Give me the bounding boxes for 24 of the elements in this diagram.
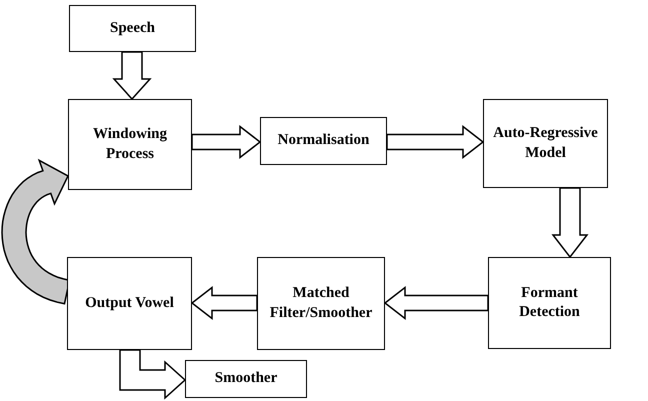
process-box (488, 257, 611, 349)
box-label: Output Vowel (84, 294, 175, 313)
process-box (68, 99, 192, 190)
block-arrow (551, 187, 589, 258)
block-arrow (386, 124, 484, 160)
process-box (69, 5, 196, 52)
box-label: Formant Detection (518, 284, 581, 322)
block-arrow (119, 349, 186, 400)
process-box (185, 360, 307, 398)
box-label: Matched Filter/Smoother (268, 284, 374, 322)
box-label: Auto-Regressive Model (492, 124, 599, 162)
block-arrow (190, 286, 258, 320)
process-box (257, 257, 385, 350)
box-label: Speech (109, 18, 156, 38)
block-arrow (112, 51, 152, 100)
process-box (260, 117, 387, 165)
box-label: Normalisation (276, 131, 370, 150)
block-arrow (191, 124, 262, 160)
curved-block-arrow (1, 158, 70, 305)
box-label: Smoother (214, 369, 278, 388)
block-arrow (384, 286, 489, 320)
process-box (67, 257, 192, 350)
process-box (483, 99, 608, 188)
box-label: Windowing Process (92, 125, 168, 164)
